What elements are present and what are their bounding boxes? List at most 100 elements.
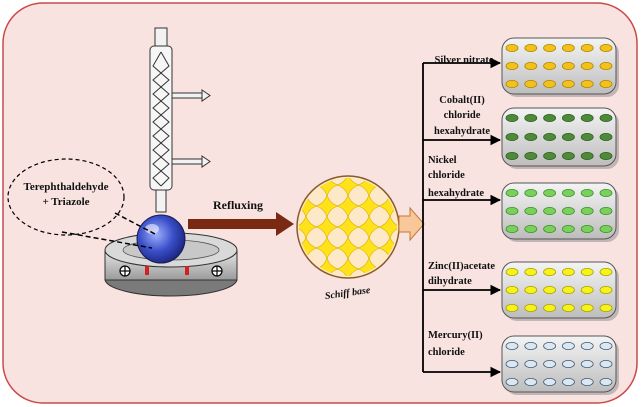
stirrer-knob-right [211, 265, 223, 277]
crystal-dot [562, 44, 575, 53]
crystal-dot [580, 224, 594, 233]
crystal-dot [505, 114, 519, 123]
crystal-dot [580, 80, 594, 89]
crystal-dot [580, 206, 594, 215]
crystal-dot [599, 151, 613, 160]
crystal-dot [580, 377, 594, 386]
refluxing-label: Refluxing [213, 198, 263, 212]
crystal-dot [505, 341, 519, 350]
crystal-dot [524, 206, 538, 215]
product-tray-zinc-acetate [501, 261, 619, 321]
crystal-dot [543, 285, 556, 294]
crystal-dot [505, 224, 519, 233]
salt-label-cobalt-line1: Cobalt(II) [439, 95, 485, 106]
salt-label-zinc-line1: Zinc(II)acetate [428, 261, 495, 272]
stirrer-knob-left [119, 265, 131, 277]
crystal-dot [543, 80, 556, 89]
crystal-dot [580, 62, 594, 71]
crystal-dot [562, 285, 575, 294]
crystal-dot [599, 62, 613, 71]
crystal-dot [599, 285, 613, 294]
salt-label-mercury-line2: chloride [428, 347, 465, 358]
crystal-star [356, 256, 382, 276]
crystal-dot [505, 285, 519, 294]
crystal-dot [543, 359, 556, 368]
crystal-dot [524, 224, 538, 233]
crystal-dot [543, 188, 556, 197]
product-tray-mercury-chloride [501, 335, 619, 395]
crystal-dot [505, 44, 519, 53]
crystal-dot [524, 267, 538, 276]
salt-label-nickel-line2: chloride [428, 170, 465, 181]
crystal-dot [580, 44, 594, 53]
crystal-dot [543, 377, 556, 386]
crystal-dot [543, 151, 556, 160]
crystal-dot [505, 206, 519, 215]
crystal-dot [505, 80, 519, 89]
crystal-star [314, 256, 340, 276]
crystal-dot [543, 44, 556, 53]
salt-label-nickel-line3: hexahydrate [428, 188, 484, 199]
block-arrow [398, 206, 425, 242]
refluxing-arrow: Refluxing [188, 198, 294, 236]
crystal-dot [599, 267, 613, 276]
salt-label-mercury-line1: Mercury(II) [428, 330, 483, 341]
salt-label-cobalt-line2: chloride [444, 110, 481, 121]
crystal-dot [524, 341, 538, 350]
crystal-dot [599, 303, 613, 312]
crystal-dot [562, 267, 575, 276]
crystal-dot [599, 206, 613, 215]
stirrer-indicator-right [185, 266, 189, 275]
crystal-dot [580, 151, 594, 160]
crystal-dot [599, 224, 613, 233]
crystal-dot [505, 151, 519, 160]
reactant-callout: Terephthaldehyde + Triazole [7, 158, 156, 249]
crystal-dot [562, 114, 575, 123]
crystal-star [335, 256, 361, 276]
crystal-dot [505, 377, 519, 386]
crystal-dot [599, 114, 613, 123]
crystal-dot [505, 62, 519, 71]
crystal-dot [524, 62, 538, 71]
salt-label-nickel-line1: Nickel [428, 155, 457, 166]
crystal-dot [599, 80, 613, 89]
crystal-dot [562, 303, 575, 312]
crystal-dot [524, 303, 538, 312]
crystal-dot [599, 132, 613, 141]
crystal-dot [524, 132, 538, 141]
stirrer-indicator-left [145, 266, 149, 275]
salt-label-silver-nitrate: Silver nitrate [434, 55, 493, 66]
crystal-dot [562, 341, 575, 350]
crystal-dot [505, 188, 519, 197]
reactant-label-line1: Terephthaldehyde [24, 181, 109, 193]
crystal-dot [580, 285, 594, 294]
crystal-dot [562, 206, 575, 215]
product-tray-nickel-chloride [501, 182, 619, 242]
crystal-dot [543, 62, 556, 71]
product-tray-silver-nitrate [501, 37, 619, 97]
crystal-dot [505, 132, 519, 141]
crystal-dot [524, 377, 538, 386]
round-bottom-flask [136, 214, 186, 264]
reflux-condenser [149, 27, 211, 213]
product-trays [501, 37, 619, 395]
crystal-dot [543, 132, 556, 141]
crystal-dot [524, 44, 538, 53]
crystal-dot [543, 267, 556, 276]
crystal-dot [599, 341, 613, 350]
crystal-dot [580, 188, 594, 197]
reactant-label-line2: + Triazole [42, 196, 89, 208]
crystal-dot [543, 341, 556, 350]
crystal-dot [562, 224, 575, 233]
crystal-dot [505, 359, 519, 368]
product-tray-cobalt-chloride [501, 107, 619, 169]
crystal-dot [580, 341, 594, 350]
crystal-dot [580, 114, 594, 123]
crystal-dot [524, 151, 538, 160]
crystal-dot [543, 224, 556, 233]
crystal-dot [562, 62, 575, 71]
crystal-dot [562, 132, 575, 141]
crystal-dot [543, 303, 556, 312]
crystal-dot [543, 114, 556, 123]
salt-label-zinc-line2: dihydrate [428, 276, 472, 287]
